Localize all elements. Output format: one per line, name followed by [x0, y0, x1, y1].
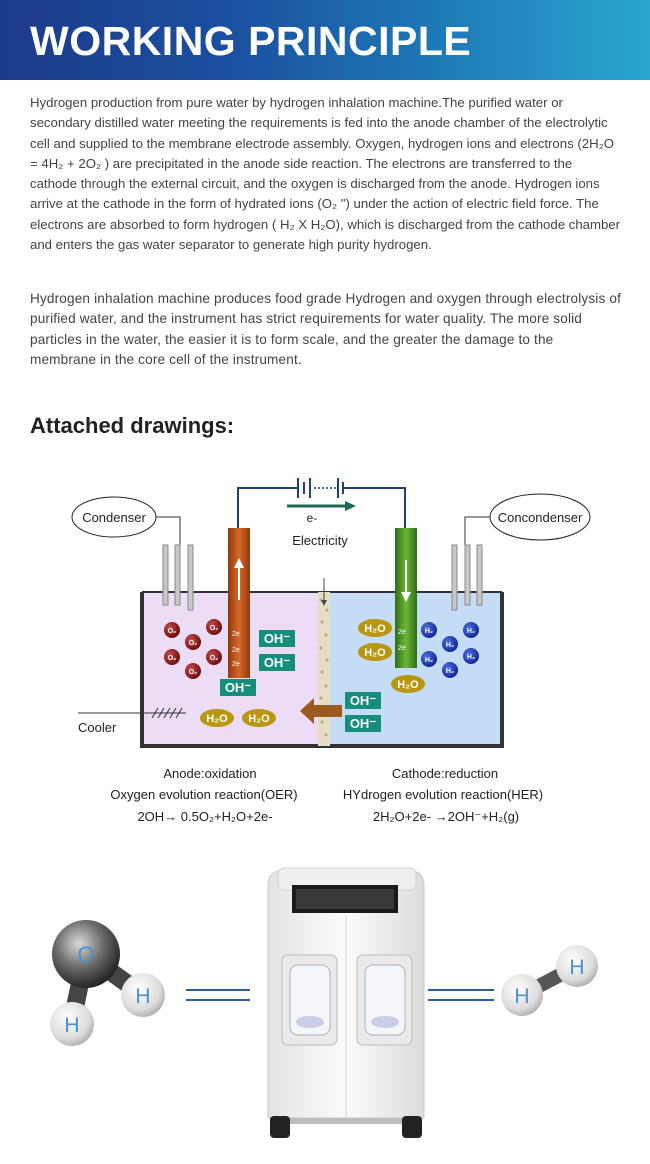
hydrogen-atom-label: H: [569, 956, 584, 979]
h2-label: H₂: [425, 628, 433, 635]
h2o-molecule: [358, 643, 392, 661]
membrane: [318, 592, 330, 746]
h2-molecule: [421, 651, 437, 667]
water-quality-paragraph: Hydrogen inhalation machine produces foo…: [30, 291, 621, 367]
electron-label-anode-1: 2e: [232, 631, 240, 638]
o2-label: O₂: [168, 628, 177, 635]
cooler-icon: [150, 707, 186, 719]
o2-molecule: [206, 649, 222, 665]
o2-label: O₂: [168, 655, 177, 662]
oxygen-atom-label: O: [77, 942, 94, 967]
oh-ion-box: [220, 679, 256, 696]
electricity-label: Electricity: [292, 533, 348, 548]
h2-label: H₂: [446, 668, 454, 675]
electron-label-cathode-2: 2e: [398, 645, 406, 652]
h2-label: H₂: [446, 642, 454, 649]
o2-label: O₂: [189, 640, 198, 647]
h2-molecule: [421, 622, 437, 638]
page-title: WORKING PRINCIPLE: [30, 18, 472, 64]
o2-label: O₂: [189, 669, 198, 676]
o2-molecule: [185, 634, 201, 650]
equals-sign-left: [186, 989, 250, 1001]
o2-molecule: [206, 619, 222, 635]
hydrogen-atom-label: H: [514, 985, 529, 1008]
h2-molecule: [463, 648, 479, 664]
header-banner: WORKING PRINCIPLE: [0, 0, 650, 80]
h2o-molecule: [200, 709, 234, 727]
h2-molecule: [442, 662, 458, 678]
attached-drawings-heading: Attached drawings:: [30, 413, 235, 438]
electron-label-cathode-1: 2e: [398, 629, 406, 636]
anode-equation: 2OH→ 0.5O₂+H₂O+2e-: [137, 809, 273, 824]
hydrogen-machine-image: [267, 867, 425, 1138]
battery-icon: [297, 478, 344, 498]
h2o-label: H₂O: [364, 623, 386, 635]
cathode-equation: 2H₂O+2e- →2OH⁻+H₂(g): [372, 809, 520, 824]
anode-reaction: Oxygen evolution reaction(OER): [110, 787, 298, 802]
cooler-label: Cooler: [78, 720, 117, 735]
o2-molecule: [164, 622, 180, 638]
electron-arrow: [287, 501, 356, 511]
o2-molecule: [185, 663, 201, 679]
hydrogen-atom-label: H: [64, 1014, 79, 1037]
cathode-title: Cathode:reduction: [391, 766, 499, 781]
oh-label: OH⁻: [225, 680, 252, 695]
electron-label-anode-2: 2e: [232, 647, 240, 654]
oh-ion-box: [345, 692, 381, 709]
cathode-reaction: HYdrogen evolution reaction(HER): [342, 787, 544, 802]
electron-label: e-: [307, 511, 318, 525]
h2o-label: H₂O: [397, 679, 419, 691]
oh-ion-box: [345, 715, 381, 732]
hydrogen-molecule-icon: [501, 945, 598, 1016]
condenser-label-left: Condenser: [82, 510, 146, 525]
hydrogen-atom-label: H: [135, 985, 150, 1008]
oh-label: OH⁻: [264, 631, 291, 646]
h2o-molecule: [242, 709, 276, 727]
anode-electrode: [228, 528, 250, 678]
electron-label-anode-3: 2e: [232, 661, 240, 668]
o2-label: O₂: [210, 625, 219, 632]
principle-paragraph: Hydrogen production from pure water by h…: [30, 95, 621, 253]
oh-ion-box: [259, 630, 295, 647]
o2-label: O₂: [210, 655, 219, 662]
equals-sign-right: [428, 989, 494, 1001]
water-molecule-icon: [50, 920, 165, 1046]
anode-title: Anode:oxidation: [163, 766, 257, 781]
h2o-label: H₂O: [364, 647, 386, 659]
h2o-molecule: [358, 619, 392, 637]
oh-label: OH⁻: [264, 655, 291, 670]
h2-molecule: [442, 636, 458, 652]
h2-molecule: [463, 622, 479, 638]
condenser-label-right: Concondenser: [498, 510, 583, 525]
ion-migration-arrow: [300, 698, 342, 724]
h2o-molecule: [391, 675, 425, 693]
h2-label: H₂: [467, 628, 475, 635]
oh-label: OH⁻: [350, 693, 377, 708]
oh-ion-box: [259, 654, 295, 671]
h2-label: H₂: [425, 657, 433, 664]
h2o-label: H₂O: [206, 713, 228, 725]
h2-label: H₂: [467, 654, 475, 661]
oh-label: OH⁻: [350, 716, 377, 731]
h2o-label: H₂O: [248, 713, 270, 725]
o2-molecule: [164, 649, 180, 665]
